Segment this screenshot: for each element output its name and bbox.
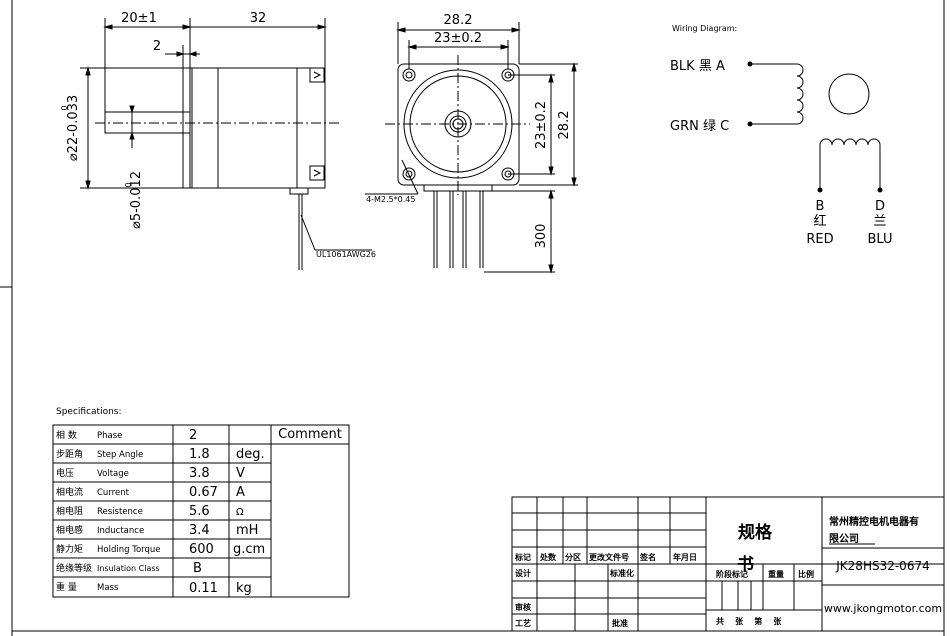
spec-en: Insulation Class bbox=[97, 564, 160, 573]
tb-company-line2: 限公司 bbox=[829, 533, 859, 545]
tb-col-label: 年月日 bbox=[673, 552, 697, 562]
dim-lead-length: 300 bbox=[534, 224, 549, 249]
hole-spec-label: 4-M2.5*0.45 bbox=[366, 195, 415, 204]
tb-col-label: 更改文件号 bbox=[589, 552, 629, 562]
spec-value: 2 bbox=[189, 428, 197, 443]
wire-label-b-en: RED bbox=[806, 232, 833, 247]
wire-label-d-en: BLU bbox=[867, 232, 892, 247]
spec-value: 0.11 bbox=[189, 581, 218, 596]
spec-en: Inductance bbox=[97, 526, 144, 536]
dim-body-length: 32 bbox=[250, 11, 267, 26]
dim-hole-spacing-horizontal: 23±0.2 bbox=[434, 31, 482, 46]
tb-scale: 比例 bbox=[798, 569, 814, 579]
specs-title: Specifications: bbox=[56, 407, 122, 417]
tb-design: 设计 bbox=[515, 568, 531, 578]
tb-stage-mark: 阶段标记 bbox=[716, 569, 748, 579]
tb-website: www.jkongmotor.com bbox=[824, 602, 942, 615]
dim-shaft-length: 20±1 bbox=[121, 11, 157, 26]
specs-comment-header: Comment bbox=[278, 427, 342, 442]
spec-unit: Ω bbox=[236, 507, 244, 518]
motor-boss bbox=[182, 67, 193, 189]
tb-approve: 批准 bbox=[612, 618, 628, 628]
terminal-d bbox=[877, 187, 883, 193]
spec-zh: 相电阻 bbox=[56, 505, 83, 517]
wire-label-a: BLK 黑 A bbox=[670, 59, 725, 74]
wiring-diagram bbox=[750, 63, 881, 190]
spec-zh: 电压 bbox=[56, 467, 74, 479]
dim-shaft-diameter: ⌀5-0.012 bbox=[129, 171, 144, 229]
spec-zh: 相电流 bbox=[56, 486, 83, 498]
spec-en: Step Angle bbox=[97, 450, 143, 460]
specs-rows: 相 数 Phase 2 步距角 Step Angle 1.8 deg. 电压 V… bbox=[56, 428, 265, 596]
front-view bbox=[80, 18, 372, 270]
spec-unit: kg bbox=[236, 581, 252, 596]
wire-label-b-zh: 红 bbox=[813, 213, 826, 229]
tb-sheet: 共 张 第 张 bbox=[716, 616, 782, 626]
spec-zh: 步距角 bbox=[56, 448, 83, 460]
spec-value: 0.67 bbox=[189, 485, 218, 500]
spec-unit: deg. bbox=[236, 447, 265, 462]
spec-zh: 相电感 bbox=[56, 524, 83, 536]
tb-company-line1: 常州精控电机电器有 bbox=[829, 515, 919, 528]
spec-value: 5.6 bbox=[189, 504, 210, 519]
title-block-labels: 标记 处数 分区 更改文件号 签名 年月日 设计 标准化 阶段标记 重量 比例 … bbox=[514, 515, 942, 628]
spec-value: B bbox=[193, 561, 202, 576]
dim-body-diameter-upper-tol: 0 bbox=[60, 105, 69, 110]
tb-check: 审核 bbox=[515, 602, 531, 612]
tb-process: 工艺 bbox=[515, 618, 531, 628]
dim-hole-spacing-vertical: 23±0.2 bbox=[534, 101, 549, 149]
spec-en: Voltage bbox=[97, 469, 129, 479]
spec-en: Phase bbox=[97, 431, 122, 441]
mount-hole bbox=[402, 167, 416, 181]
tb-doc-title-2: 书 bbox=[737, 555, 754, 575]
spec-value: 3.8 bbox=[189, 466, 210, 481]
spec-en: Mass bbox=[97, 583, 119, 593]
spec-unit: g.cm bbox=[233, 542, 265, 557]
wiring-title: Wiring Diagram: bbox=[672, 24, 737, 33]
spec-value: 600 bbox=[189, 542, 214, 557]
spec-value: 1.8 bbox=[189, 447, 210, 462]
tb-col-label: 处数 bbox=[539, 552, 557, 562]
tb-part-number: JK28HS32-0674 bbox=[835, 559, 929, 573]
tb-col-label: 签名 bbox=[639, 552, 656, 562]
end-view bbox=[365, 22, 578, 274]
spec-zh: 绝缘等级 bbox=[56, 562, 92, 574]
terminal-c bbox=[747, 121, 753, 127]
spec-zh: 相 数 bbox=[56, 429, 77, 441]
spec-zh: 静力矩 bbox=[56, 543, 83, 555]
dim-body-diameter: ⌀22-0.033 bbox=[66, 95, 81, 161]
rotor-symbol bbox=[828, 73, 870, 115]
spec-unit: V bbox=[236, 466, 245, 481]
wire-label-c: GRN 绿 C bbox=[670, 119, 729, 134]
dim-flange-height: 28.2 bbox=[557, 111, 572, 140]
spec-en: Current bbox=[97, 488, 130, 498]
tb-doc-title: 规格 bbox=[738, 522, 773, 543]
tb-col-label: 分区 bbox=[565, 552, 581, 562]
terminal-a bbox=[747, 61, 753, 67]
wire-label-d: D bbox=[875, 199, 885, 214]
spec-en: Resistence bbox=[97, 507, 143, 517]
spec-en: Holding Torque bbox=[97, 545, 161, 555]
spec-value: 3.4 bbox=[189, 523, 210, 538]
dim-shaft-diameter-upper-tol: 0 bbox=[124, 182, 133, 187]
specs-table bbox=[52, 424, 350, 598]
tb-standardize: 标准化 bbox=[609, 568, 634, 578]
terminal-b bbox=[817, 187, 823, 193]
wire-label-d-zh: 兰 bbox=[873, 214, 886, 229]
tb-weight: 重量 bbox=[768, 569, 784, 579]
cable-label: UL1061AWG26 bbox=[316, 250, 376, 259]
spec-unit: mH bbox=[236, 523, 258, 538]
title-block bbox=[511, 496, 945, 632]
spec-zh: 重 量 bbox=[56, 581, 77, 593]
tb-col-label: 标记 bbox=[514, 552, 531, 562]
wire-label-b: B bbox=[816, 199, 825, 214]
motor-body bbox=[189, 67, 326, 189]
dim-flange-width: 28.2 bbox=[444, 13, 473, 28]
spec-unit: A bbox=[236, 485, 245, 500]
mount-hole bbox=[402, 68, 416, 82]
dim-boss: 2 bbox=[153, 39, 161, 54]
